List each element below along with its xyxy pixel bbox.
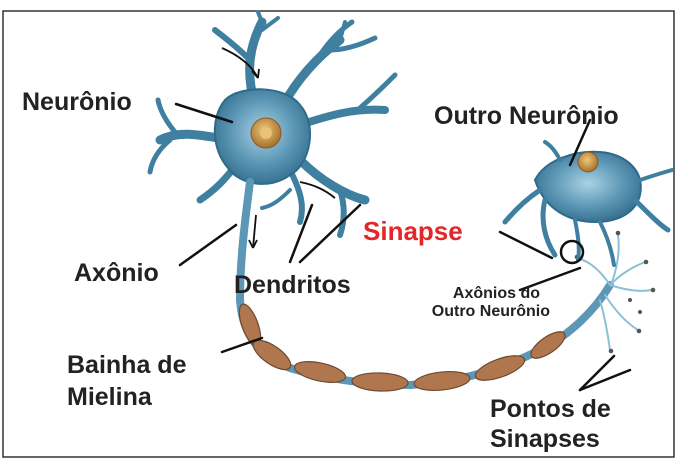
- main-nucleolus: [260, 127, 272, 139]
- label-pontos-line2: Sinapses: [490, 425, 600, 453]
- label-axonio: Axônio: [74, 259, 159, 287]
- label-axonios-do-line1: Axônios do: [453, 285, 540, 302]
- label-pontos-line1: Pontos de: [490, 395, 611, 423]
- label-bainha-line2: Mielina: [67, 383, 153, 411]
- label-sinapse: Sinapse: [363, 216, 463, 246]
- label-outro-neuronio: Outro Neurônio: [434, 102, 619, 130]
- label-bainha-line1: Bainha de: [67, 351, 187, 379]
- label-axonios-do-line2: Outro Neurônio: [432, 303, 550, 320]
- label-dendritos: Dendritos: [234, 271, 351, 299]
- label-neuronio: Neurônio: [22, 88, 132, 116]
